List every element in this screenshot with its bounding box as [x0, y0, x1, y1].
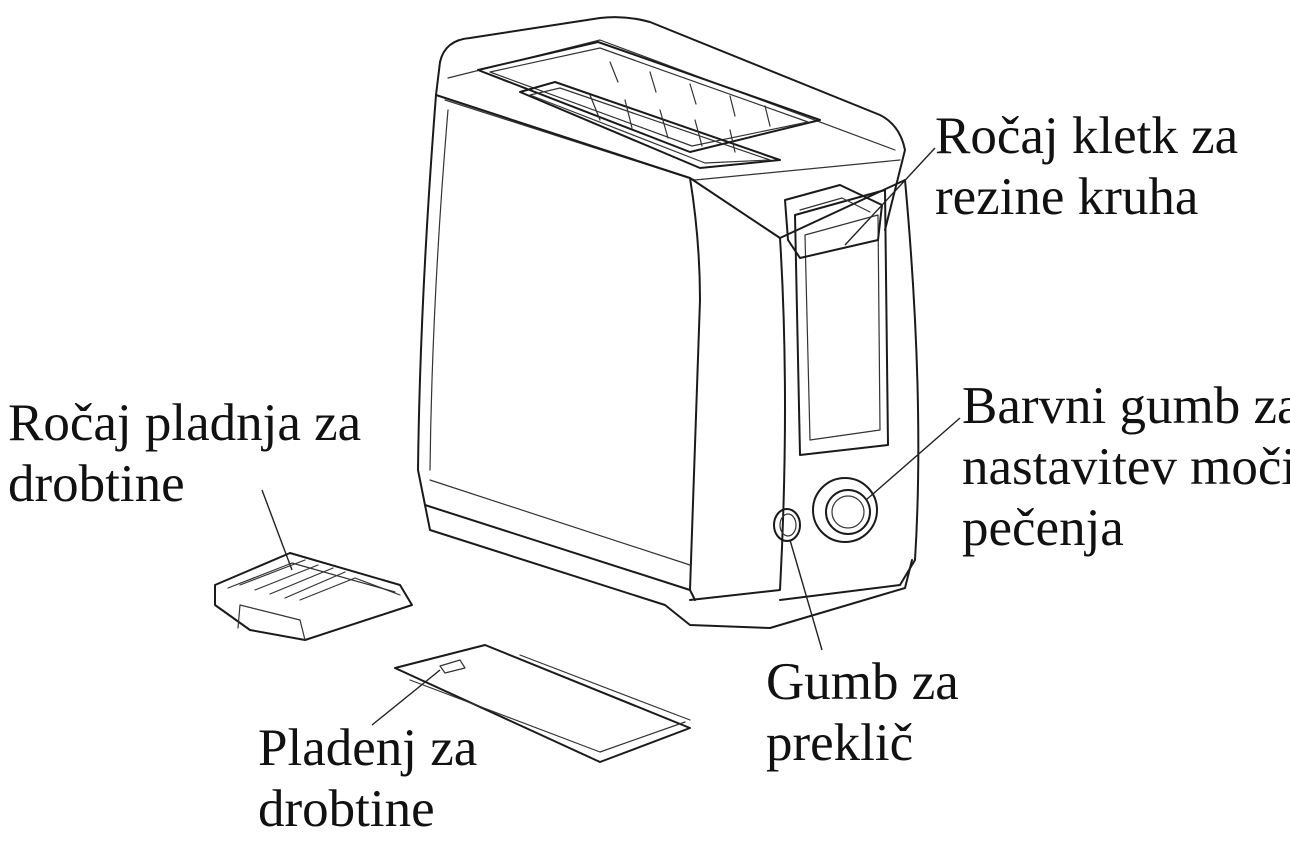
label-bread-cage-handle: Ročaj kletk za rezine kruha	[935, 106, 1238, 228]
leader-bread-cage-handle	[844, 147, 936, 246]
crumb-tray-drawing	[394, 644, 691, 763]
toaster-body	[417, 16, 920, 629]
label-cancel-button: Gumb za preklič	[766, 652, 959, 774]
label-cancel-button-line-1: Gumb za	[766, 653, 959, 711]
leader-cancel-button	[789, 539, 823, 651]
crumb-tray-handle-drawing	[214, 552, 413, 641]
label-crumb-tray-handle: Ročaj pladnja za drobtine	[8, 393, 361, 515]
label-browning-knob-line-1: Barvni gumb za	[962, 377, 1290, 435]
label-crumb-tray-handle-line-2: drobtine	[8, 455, 185, 513]
label-crumb-tray-line-2: drobtine	[258, 780, 435, 838]
label-cancel-button-line-2: preklič	[766, 714, 914, 772]
leader-browning-knob	[865, 417, 961, 501]
label-browning-knob: Barvni gumb za nastavitev moči pečenja	[962, 376, 1290, 559]
label-crumb-tray-handle-line-1: Ročaj pladnja za	[8, 394, 362, 452]
label-bread-cage-handle-line-2: rezine kruha	[935, 168, 1199, 226]
label-crumb-tray-line-1: Pladenj za	[258, 719, 478, 777]
label-crumb-tray: Pladenj za drobtine	[258, 718, 477, 840]
leader-lines	[261, 147, 961, 726]
label-browning-knob-line-3: pečenja	[962, 499, 1124, 557]
leader-crumb-tray	[371, 669, 441, 726]
label-bread-cage-handle-line-1: Ročaj kletk za	[935, 107, 1239, 165]
leader-crumb-tray-handle	[261, 489, 293, 571]
label-browning-knob-line-2: nastavitev moči	[962, 438, 1290, 496]
